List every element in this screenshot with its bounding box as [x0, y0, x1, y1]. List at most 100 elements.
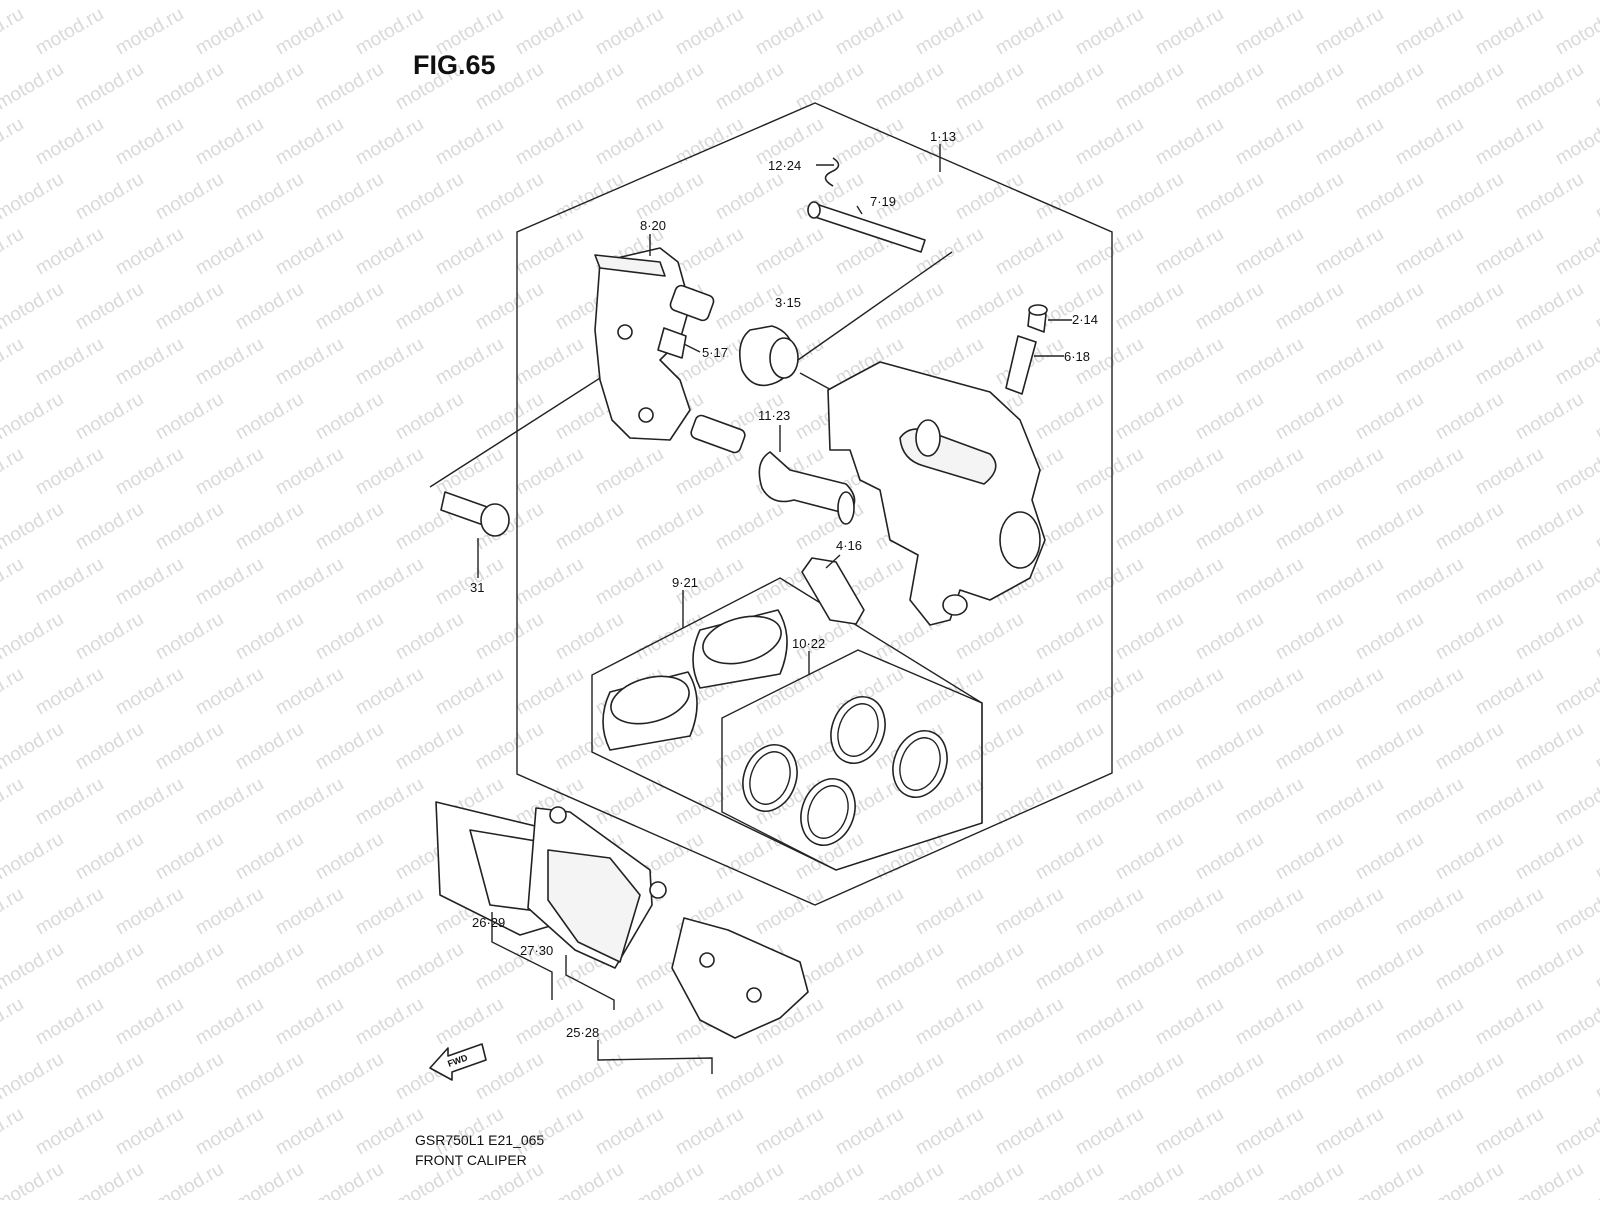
piston-seal — [892, 730, 948, 798]
watermark-text: motod.ru — [792, 1049, 867, 1105]
watermark-text: motod.ru — [1552, 664, 1600, 720]
watermark-text: motod.ru — [0, 994, 27, 1050]
watermark-text: motod.ru — [1192, 389, 1267, 445]
watermark-text: motod.ru — [672, 1104, 747, 1160]
watermark-text: motod.ru — [512, 664, 587, 720]
watermark-text: motod.ru — [1312, 554, 1387, 610]
watermark-text: motod.ru — [712, 1159, 787, 1200]
watermark-text: motod.ru — [392, 609, 467, 665]
piston — [692, 609, 788, 689]
watermark-text: motod.ru — [232, 0, 307, 4]
watermark-text: motod.ru — [872, 939, 947, 995]
watermark-text: motod.ru — [1032, 59, 1107, 115]
callout-31: 31 — [470, 580, 484, 595]
watermark-text: motod.ru — [32, 774, 107, 830]
watermark-text: motod.ru — [1072, 114, 1147, 170]
watermark-text: motod.ru — [72, 719, 147, 775]
watermark-text: motod.ru — [1152, 224, 1227, 280]
watermark-text: motod.ru — [472, 609, 547, 665]
watermark-text: motod.ru — [992, 4, 1067, 60]
watermark-text: motod.ru — [312, 829, 387, 885]
watermark-text: motod.ru — [1312, 224, 1387, 280]
watermark-text: motod.ru — [1072, 774, 1147, 830]
watermark-text: motod.ru — [1472, 664, 1547, 720]
watermark-text: motod.ru — [312, 169, 387, 225]
watermark-text: motod.ru — [552, 1049, 627, 1105]
watermark-text: motod.ru — [232, 389, 307, 445]
watermark-text: motod.ru — [352, 114, 427, 170]
watermark-text: motod.ru — [552, 499, 627, 555]
watermark-text: motod.ru — [72, 499, 147, 555]
watermark-text: motod.ru — [1392, 334, 1467, 390]
watermark-text: motod.ru — [752, 224, 827, 280]
callout-labels: 1·13 12·24 7·19 8·20 3·15 2·14 5·17 6·18… — [470, 129, 1098, 1040]
watermark-text: motod.ru — [192, 444, 267, 500]
watermark-text: motod.ru — [1232, 334, 1307, 390]
watermark-text: motod.ru — [1392, 994, 1467, 1050]
watermark-text: motod.ru — [592, 444, 667, 500]
diagram-name: FRONT CALIPER — [415, 1152, 527, 1168]
dust-boot — [739, 325, 799, 387]
watermark-text: motod.ru — [872, 279, 947, 335]
watermark-text: motod.ru — [632, 59, 707, 115]
watermark-text: motod.ru — [152, 0, 227, 4]
watermark-text: motod.ru — [1312, 114, 1387, 170]
assembly-outline — [516, 102, 1113, 906]
watermark-text: motod.ru — [152, 829, 227, 885]
watermark-text: motod.ru — [432, 994, 507, 1050]
watermark-text: motod.ru — [1152, 4, 1227, 60]
pad-pin — [807, 157, 926, 253]
watermark-text: motod.ru — [0, 1159, 67, 1200]
watermark-text: motod.ru — [1072, 884, 1147, 940]
watermark-text: motod.ru — [1112, 1049, 1187, 1105]
watermark-text: motod.ru — [1152, 334, 1227, 390]
watermark-text: motod.ru — [1272, 829, 1347, 885]
watermark-text: motod.ru — [1192, 1049, 1267, 1105]
pad-spring — [657, 327, 687, 359]
watermark-text: motod.ru — [1192, 279, 1267, 335]
watermark-text: motod.ru — [1512, 719, 1587, 775]
diagram-code: GSR750L1 E21_065 — [415, 1132, 545, 1148]
watermark-text: motod.ru — [1552, 884, 1600, 940]
watermark-text: motod.ru — [672, 224, 747, 280]
watermark-text: motod.ru — [392, 719, 467, 775]
watermark-text: motod.ru — [0, 829, 67, 885]
watermark-text: motod.ru — [992, 1104, 1067, 1160]
watermark-text: motod.ru — [192, 774, 267, 830]
watermark-text: motod.ru — [352, 334, 427, 390]
watermark-text: motod.ru — [392, 169, 467, 225]
watermark-text: motod.ru — [1592, 0, 1600, 4]
watermark-text: motod.ru — [1032, 829, 1107, 885]
watermark-text: motod.ru — [1592, 719, 1600, 775]
piston-seal-frame — [721, 649, 983, 871]
watermark-text: motod.ru — [1352, 939, 1427, 995]
watermark-text: motod.ru — [1432, 829, 1507, 885]
watermark-text: motod.ru — [1592, 829, 1600, 885]
watermark-text: motod.ru — [1192, 719, 1267, 775]
watermark-text: motod.ru — [72, 279, 147, 335]
watermark-text: motod.ru — [1352, 719, 1427, 775]
watermark-text: motod.ru — [312, 609, 387, 665]
watermark-text: motod.ru — [232, 279, 307, 335]
watermark-text: motod.ru — [1352, 1049, 1427, 1105]
watermark-text: motod.ru — [912, 994, 987, 1050]
bracket-bolt — [440, 491, 510, 578]
callout-3-15: 3·15 — [775, 295, 801, 310]
watermark-text: motod.ru — [1432, 609, 1507, 665]
callout-8-20: 8·20 — [640, 218, 666, 233]
watermark-text: motod.ru — [552, 59, 627, 115]
watermark-text: motod.ru — [272, 554, 347, 610]
watermark-text: motod.ru — [152, 939, 227, 995]
watermark-text: motod.ru — [1032, 719, 1107, 775]
watermark-text: motod.ru — [512, 334, 587, 390]
watermark-text: motod.ru — [952, 0, 1027, 4]
watermark-text: motod.ru — [1312, 884, 1387, 940]
watermark-text: motod.ru — [952, 279, 1027, 335]
watermark-text: motod.ru — [992, 114, 1067, 170]
watermark-text: motod.ru — [0, 59, 67, 115]
watermark-text: motod.ru — [1152, 114, 1227, 170]
watermark-text: motod.ru — [1152, 1104, 1227, 1160]
watermark-text: motod.ru — [1312, 994, 1387, 1050]
watermark-text: motod.ru — [232, 939, 307, 995]
watermark-text: motod.ru — [272, 884, 347, 940]
